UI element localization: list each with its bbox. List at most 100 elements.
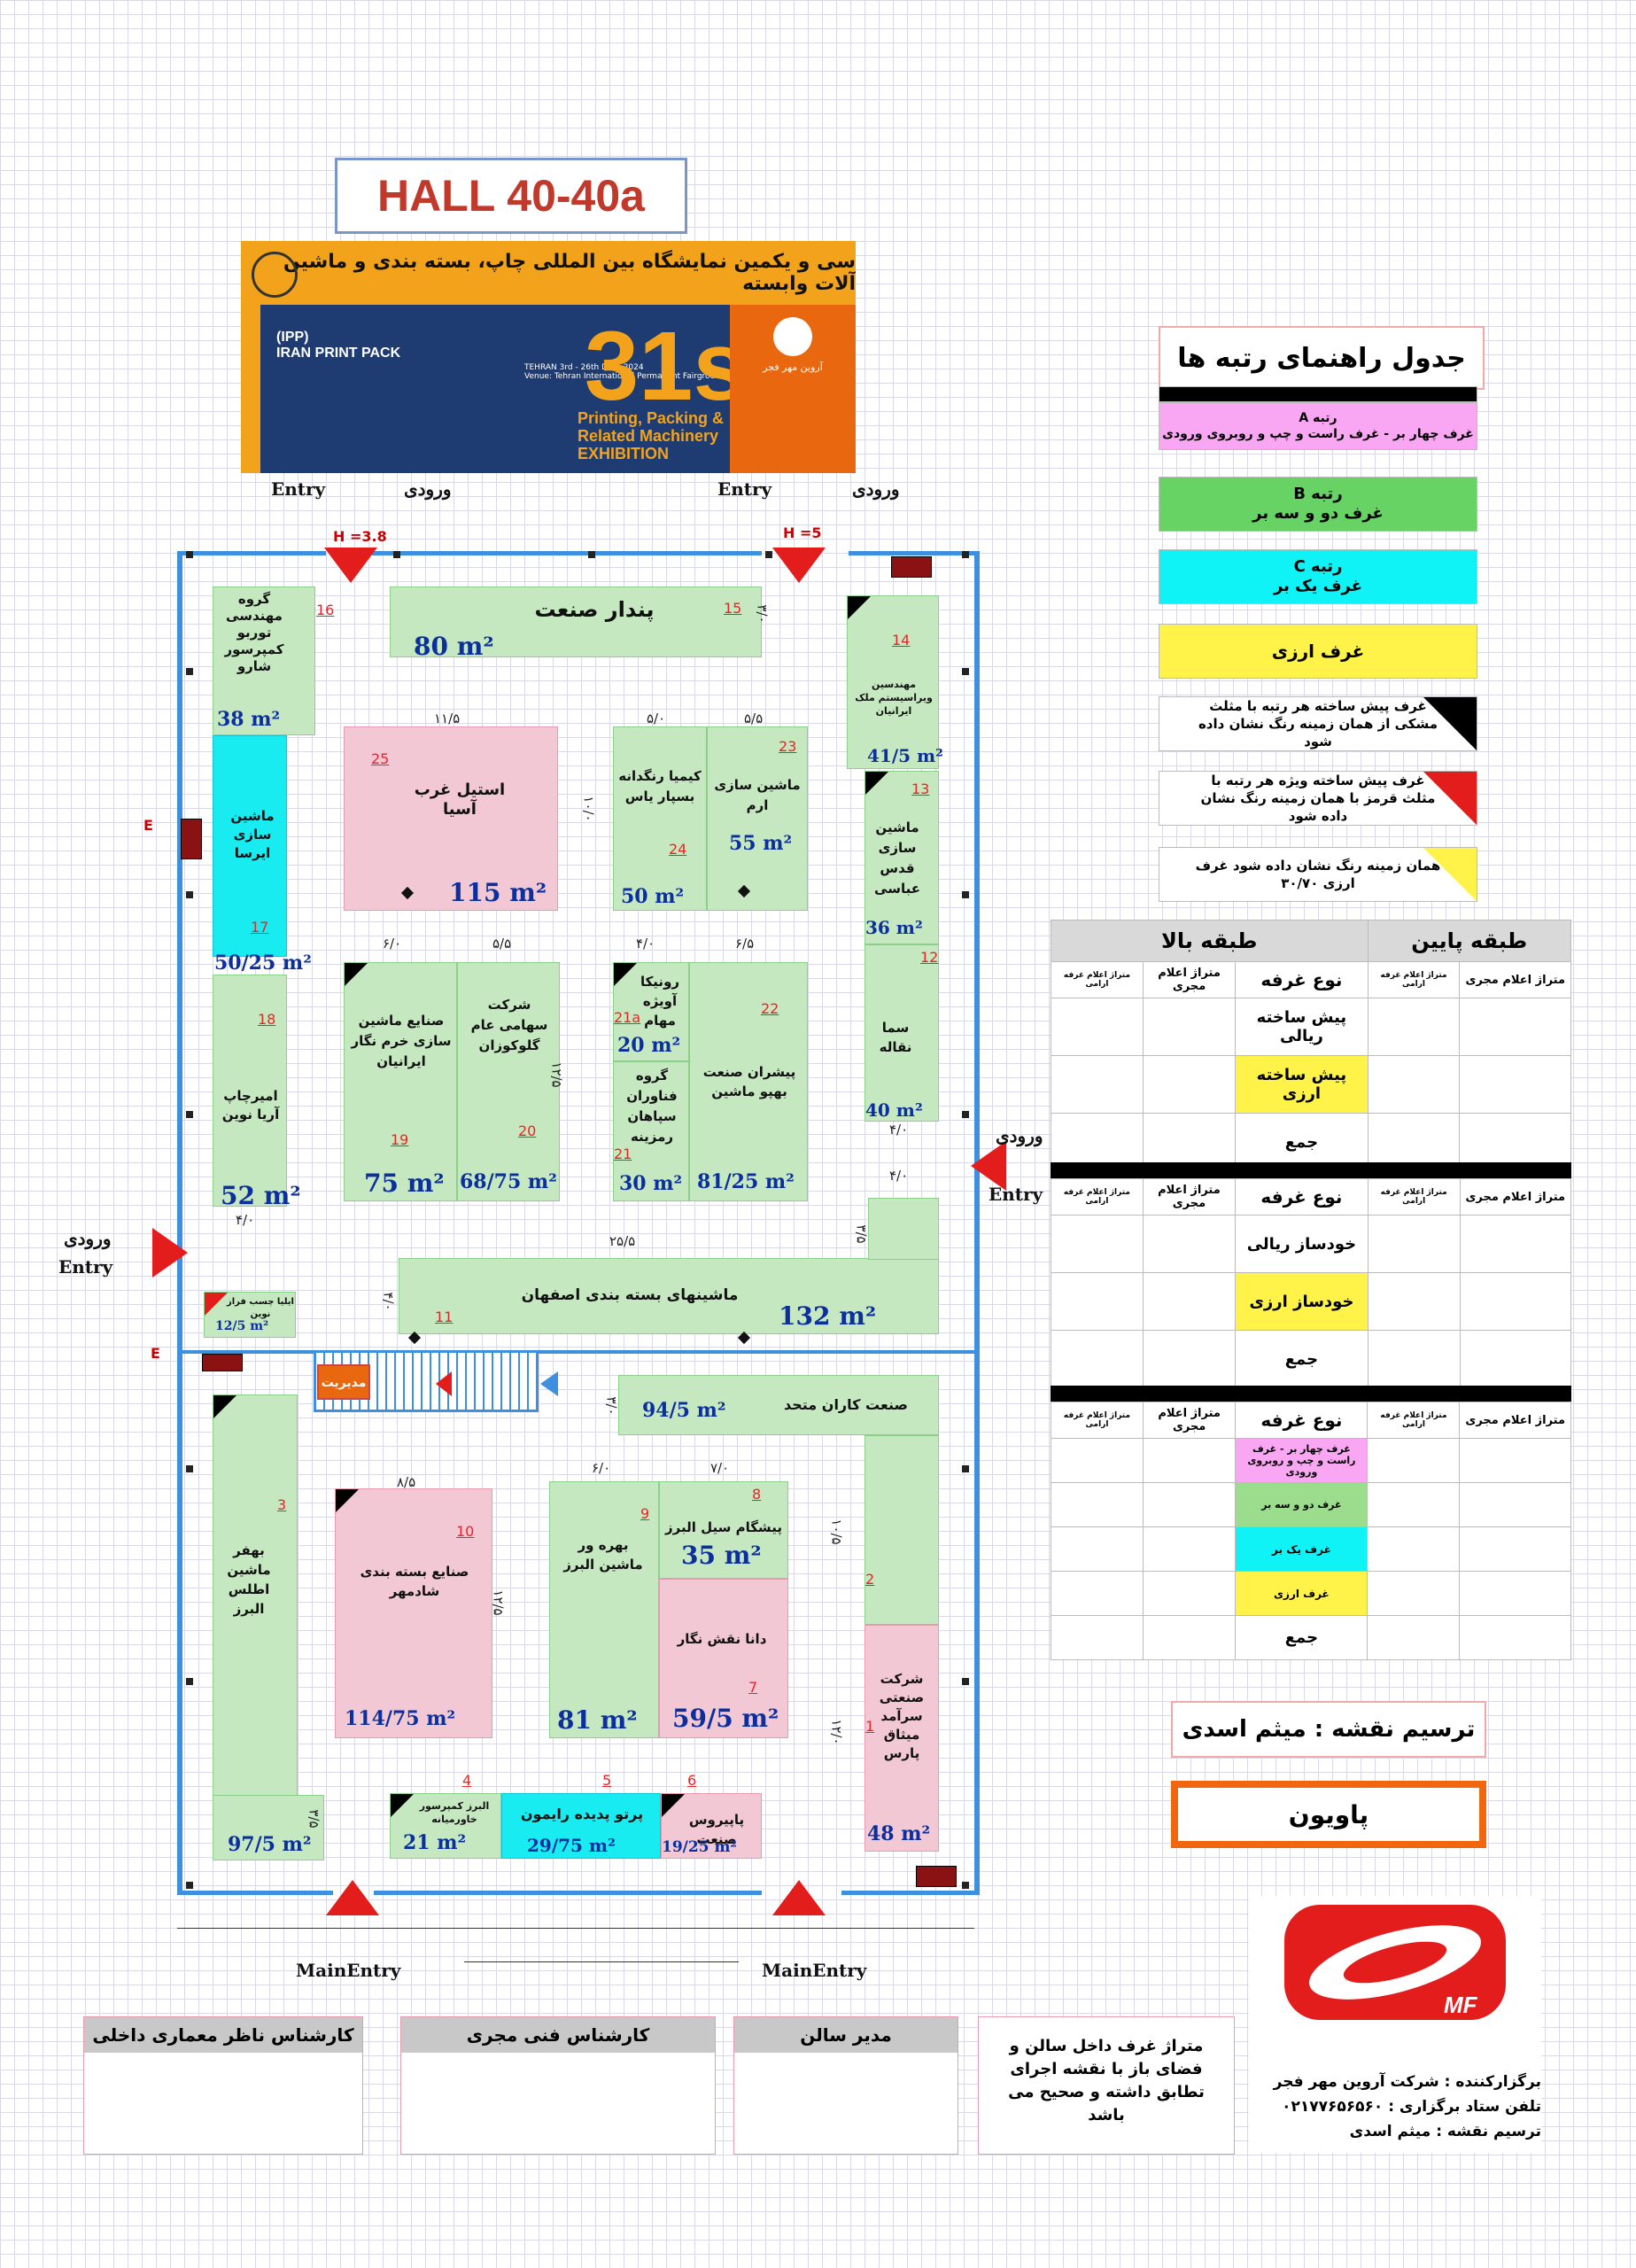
main-entry-right: MainEntry — [762, 1960, 867, 1981]
booth-22[interactable]: 22 پیشران صنعت بهپو ماشین 81/25 m² — [689, 962, 808, 1201]
column — [186, 1882, 193, 1889]
booth-16[interactable]: گروه مهندسی توربو کمپرسور شارو 16 38 m² — [213, 586, 334, 735]
electric-panel — [202, 1354, 243, 1371]
entry-top-right-fa: ورودی — [852, 478, 900, 500]
booth-6[interactable]: پاپیروس صنعت 19/25 m² — [661, 1793, 762, 1859]
wall-bottom-1 — [177, 1891, 333, 1895]
area-confirmation-note: متراژ غرف داخل سالن و فضای باز با نقشه ا… — [978, 2016, 1235, 2155]
column — [186, 1465, 193, 1472]
table-prefab: طبقه بالا طبقه پایین متراژ اعلام غرفه ار… — [1051, 920, 1572, 1171]
wall-right — [974, 551, 980, 1894]
table-divider — [1051, 1162, 1571, 1178]
booth-7[interactable]: دانا نقش نگار 7 59/5 m² — [659, 1579, 788, 1738]
height-right: H =5 — [783, 524, 822, 541]
booth-kar[interactable]: 94/5 m² صنعت کاران متحد — [618, 1375, 939, 1435]
dim-10: ۸/۵ — [397, 1474, 416, 1490]
booth-9[interactable]: 9 بهره ور ماشین البرز 81 m² — [549, 1481, 659, 1738]
booth-1[interactable]: شرکت صنعتی سرآمد میثاق پارس 1 48 m² — [865, 1625, 939, 1852]
lower-floor-header: طبقه پایین — [1367, 920, 1572, 962]
dim-20: ۵/۵ — [492, 936, 512, 951]
column-marker — [407, 1331, 422, 1345]
management-office[interactable]: مدیریت — [317, 1364, 370, 1400]
prefab-black-icon — [213, 1395, 236, 1418]
signature-box-2: کارشناس فنی مجری — [400, 2016, 716, 2155]
dim-8: ۷/۰ — [710, 1460, 730, 1476]
booth-11b[interactable]: ایلیا چسب فراز نوین 12/5 m² — [204, 1292, 296, 1338]
dim-18: ۴/۰ — [236, 1212, 255, 1228]
dim-3: ۳/۵ — [306, 1809, 322, 1829]
booth-18[interactable]: 18 امیرچاپ آریا نوین 52 m² — [213, 975, 301, 1210]
column — [588, 551, 595, 558]
organizer-logo-icon — [773, 317, 812, 356]
booth-2[interactable]: 2 — [865, 1435, 939, 1625]
booth-13[interactable]: 13 ماشین سازی قدس عباسی 36 m² — [865, 771, 939, 944]
column — [962, 1465, 969, 1472]
height-left: H =3.8 — [333, 528, 387, 545]
dim-24: ۵/۰ — [647, 711, 666, 726]
pavilion-label: پاویون — [1171, 1781, 1486, 1848]
dim-15: ۳/۰ — [754, 604, 771, 624]
prefab-black-icon — [614, 963, 637, 986]
dim-11: ۲۵/۵ — [609, 1233, 636, 1249]
table-custom: متراژ اعلام غرفه ارامی متراژ اعلام مجری … — [1051, 1178, 1572, 1388]
booth-8[interactable]: 8 پیشگام سیل البرز 35 m² — [659, 1481, 788, 1579]
electric-label: E — [143, 817, 153, 834]
booth-23[interactable]: 23 ماشین سازی ارم 55 m² — [707, 726, 808, 911]
entry-left-marker — [152, 1228, 188, 1278]
booth-25[interactable]: 25 استیل غرب آسیا 115 m² — [344, 726, 558, 911]
booth-24[interactable]: کیمیا رنگدانه بسپار یاس 24 50 m² — [613, 726, 707, 911]
column-marker — [400, 886, 415, 900]
column — [186, 1678, 193, 1685]
dimension-line — [464, 1961, 739, 1962]
wall-top-2 — [372, 551, 762, 555]
banner-image — [260, 305, 739, 473]
dim-20-v: ۱۲/۵ — [548, 1061, 565, 1088]
booth-10[interactable]: 10 صنایع بسته بندی شادمهر 114/75 m² — [335, 1488, 492, 1738]
electric-panel — [916, 1866, 957, 1887]
column — [186, 1111, 193, 1118]
entry-left-en: Entry — [58, 1256, 113, 1278]
dim-11-v: ۴/۰ — [380, 1292, 397, 1311]
booth-21[interactable]: گروه فناوران سپاهان رمزینه 21 30 m² — [613, 1061, 689, 1201]
legend-title: جدول راهنمای رتبه ها — [1159, 326, 1485, 390]
booth-21a[interactable]: رونیکا آویژه مهام 21a 20 m² — [613, 962, 689, 1061]
entry-right-en: Entry — [989, 1184, 1043, 1205]
svg-text:MF: MF — [1444, 1992, 1478, 2018]
booth-14[interactable]: 14 مهندسین ویراسیستم ملک ایرانیان 41/5 m… — [847, 595, 943, 769]
column — [765, 551, 772, 558]
electric-panel — [181, 819, 202, 859]
booth-17[interactable]: ماشین سازی ایرسا 17 — [213, 735, 287, 957]
booth-15[interactable]: پندار صنعت 15 80 m² — [390, 586, 762, 661]
booth-12[interactable]: 12 سما نقاله 40 m² — [865, 944, 939, 1122]
column — [186, 551, 193, 558]
dim-19: ۶/۰ — [383, 936, 402, 951]
organizer-logo: MF برگزارکننده : شرکت آروین مهر فجر تلفن… — [1249, 1896, 1541, 2153]
booth-5[interactable]: پرتو پدیده رایمون 29/75 m² — [501, 1793, 661, 1859]
wall-top-1 — [177, 551, 326, 555]
booth-17-area: 50/25 m² — [214, 951, 312, 975]
legend-currency: غرف ارزی — [1159, 624, 1477, 679]
dim-kar: ۳/۰ — [603, 1396, 620, 1416]
column-marker — [737, 1331, 751, 1345]
prefab-black-icon — [662, 1794, 685, 1817]
table-ranks: متراژ اعلام غرفه ارامی متراژ اعلام مجری … — [1051, 1402, 1571, 1660]
booth-19[interactable]: صنایع ماشین سازی خرم نگار ایرانیان 19 75… — [344, 962, 457, 1201]
main-entry-right-marker — [772, 1880, 826, 1915]
legend-note-black: غرف پیش ساخته هر رتبه با مثلث مشکی از هم… — [1159, 696, 1477, 751]
column — [962, 1678, 969, 1685]
column-marker — [737, 884, 751, 898]
booth-3[interactable]: 3 بهفر ماشین اطلس البرز — [213, 1394, 298, 1860]
column — [962, 551, 969, 558]
booth-11[interactable]: ماشینهای بسته بندی اصفهان 11 132 m² — [399, 1258, 939, 1345]
booth-4[interactable]: البرز کمپرسور خاورمیانه 21 m² — [390, 1793, 501, 1859]
banner-organizer: آروین مهر فجر — [730, 305, 856, 473]
booth-20[interactable]: شرکت سهامی عام گلوکوزان 20 68/75 m² — [457, 962, 560, 1201]
entry-top-left-marker — [324, 548, 377, 583]
arrow-icon — [540, 1371, 558, 1396]
dim-10-v: ۱۲/۵ — [490, 1589, 507, 1616]
signature-box-3: مدیر سالن — [733, 2016, 958, 2155]
